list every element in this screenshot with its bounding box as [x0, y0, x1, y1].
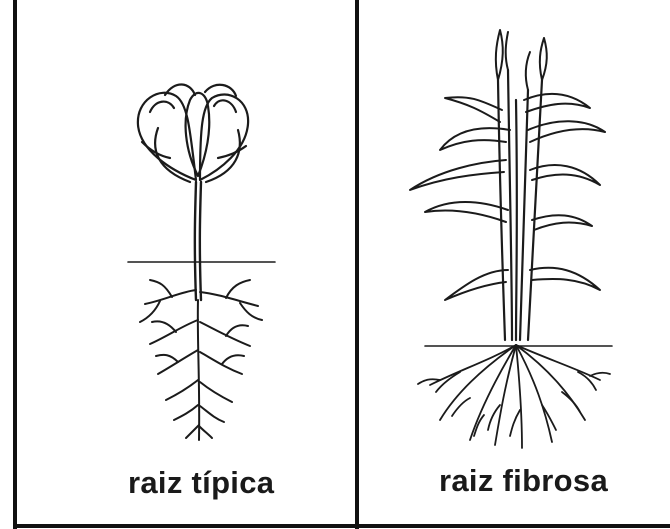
taproot-leaves [138, 84, 248, 182]
taproot-stem [195, 182, 201, 300]
fibrous-plant-illustration [410, 30, 612, 448]
taproot-caption: raiz típica [128, 465, 274, 501]
fibrous-leaves [410, 94, 605, 300]
fibrous-stems [498, 70, 542, 340]
fibrous-seed-heads [496, 30, 547, 90]
taproot-plant-illustration [128, 84, 275, 440]
fibrous-root-caption: raiz fibrosa [439, 463, 608, 499]
taproot-roots [140, 280, 262, 440]
fibrous-roots [418, 345, 610, 448]
panel-frame [15, 0, 670, 529]
